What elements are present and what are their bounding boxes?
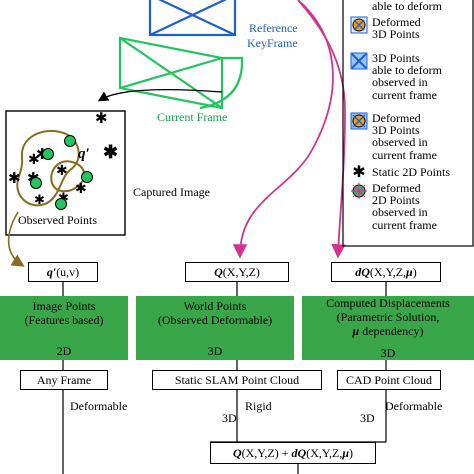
sum-expression-box: Q(X,Y,Z) + dQ(X,Y,Z,μ) xyxy=(210,442,376,464)
legend-frame xyxy=(342,0,474,247)
reference-to-displacement-arrow xyxy=(297,0,346,259)
legend-deformed-2d-icon xyxy=(350,182,368,200)
legend-text: 3D Points xyxy=(372,123,420,138)
box-line: Image Points xyxy=(32,299,96,313)
legend-text: able to deform xyxy=(372,0,442,13)
deformed-2d-point xyxy=(64,135,76,147)
legend-text: current frame xyxy=(372,147,437,162)
static-slam-box: Static SLAM Point Cloud xyxy=(152,370,322,390)
legend-text: observed in xyxy=(372,205,428,220)
dimension-label: 3D xyxy=(207,344,223,359)
sum-plus: + xyxy=(278,446,292,460)
notation-close: ) xyxy=(412,265,417,279)
legend-text: current frame xyxy=(372,217,437,232)
legend-text: observed in xyxy=(372,75,428,90)
legend-deformed-3d-observed-icon xyxy=(350,112,368,130)
reference-label-line1: Reference xyxy=(249,21,298,35)
deformed-2d-point xyxy=(81,171,93,183)
box-line: (Observed Deformable) xyxy=(157,312,273,327)
deco-star-10: ✱ xyxy=(34,192,45,207)
box-line: μ dependency) xyxy=(302,323,474,339)
deformable-left-label: Deformable xyxy=(70,399,128,413)
sum-symbol-a: Q xyxy=(232,446,242,460)
computed-displacements-box: Computed Displacements (Parametric Solut… xyxy=(302,296,474,360)
legend-static-2d-icon: ✱ xyxy=(352,164,366,181)
any-frame-box: Any Frame xyxy=(20,370,108,390)
deco-star-7: ✱ xyxy=(28,153,40,168)
legend-text: 3D Points xyxy=(372,27,420,42)
box-line: (Features based) xyxy=(24,312,104,327)
mu-symbol: μ xyxy=(352,323,360,338)
notation-symbol: q′ xyxy=(46,265,57,279)
notation-args: (u,v) xyxy=(56,265,80,279)
q-prime-label: q′ xyxy=(78,146,90,162)
notation-mu: μ xyxy=(406,265,413,279)
box-line-rest: dependency) xyxy=(359,323,424,338)
cad-point-cloud-box: CAD Point Cloud xyxy=(337,370,441,390)
notation-args: (X,Y,Z) xyxy=(222,265,260,279)
legend-text: Deformed xyxy=(372,15,421,29)
legend-item-3: Deformed 3D Points observed in current f… xyxy=(372,112,437,161)
deformed-2d-point xyxy=(42,148,54,160)
deco-star-3: ✱ xyxy=(95,111,108,127)
notation-world-q: Q(X,Y,Z) xyxy=(185,262,289,282)
sum-close: ) xyxy=(349,446,354,460)
deformed-2d-point xyxy=(30,177,42,189)
dim-3d-left-label: 3D xyxy=(222,411,237,425)
legend-item-5: Deformed 2D Points observed in current f… xyxy=(372,182,437,231)
legend-item-0: able to deform xyxy=(372,0,442,12)
deformable-right-label: Deformable xyxy=(385,399,443,413)
reference-keyframe-shape xyxy=(148,0,237,37)
legend-text: able to deform xyxy=(372,63,442,78)
rigid-label: Rigid xyxy=(245,399,272,413)
notation-symbol: dQ xyxy=(355,265,370,279)
legend: able to deform Deformed 3D Points 3D Poi… xyxy=(350,0,472,246)
current-frame-shape xyxy=(118,36,244,110)
observed-region-1 xyxy=(16,130,80,207)
deco-star-9: ✱ xyxy=(58,190,69,205)
notation-args: (X,Y,Z, xyxy=(369,265,407,279)
captured-image-label: Captured Image xyxy=(133,185,210,199)
notation-q-prime: q′(u,v) xyxy=(28,262,98,282)
legend-item-4: Static 2D Points xyxy=(372,166,450,178)
frame-to-image-curve xyxy=(97,88,223,102)
legend-text: Static 2D Points xyxy=(372,165,451,179)
deco-star-6: ✱ xyxy=(56,164,68,179)
legend-3d-deformable-icon xyxy=(350,52,368,70)
legend-text: observed in xyxy=(372,135,428,150)
deco-star-8: ✱ xyxy=(75,182,87,197)
current-frame-label: Current Frame xyxy=(157,110,228,124)
sum-args-a: (X,Y,Z) xyxy=(241,446,279,460)
legend-text: Deformed xyxy=(372,111,421,125)
sum-args-b: (X,Y,Z, xyxy=(306,446,343,460)
image-points-box: Image Points (Features based) 2D xyxy=(0,296,128,360)
legend-text: 3D Points xyxy=(372,51,420,65)
deformed-2d-point xyxy=(55,198,67,210)
captured-image-frame xyxy=(5,110,126,236)
dim-3d-right-label: 3D xyxy=(360,411,375,425)
box-line: World Points xyxy=(183,299,247,313)
legend-item-1: Deformed 3D Points xyxy=(372,15,421,42)
sum-symbol-b: dQ xyxy=(291,446,307,460)
legend-text: Deformed xyxy=(372,181,421,195)
deco-star-2: ✱ xyxy=(8,171,21,187)
legend-item-2: 3D Points able to deform observed in cur… xyxy=(372,52,442,101)
world-points-box: World Points (Observed Deformable) 3D xyxy=(136,296,294,360)
notation-symbol: Q xyxy=(214,265,223,279)
dimension-label: 3D xyxy=(380,346,396,361)
legend-text: 2D Points xyxy=(372,193,420,208)
box-line: (Parametric Solution, xyxy=(336,309,440,324)
legend-deformed-3d-icon xyxy=(350,16,368,34)
legend-text: current frame xyxy=(372,87,437,102)
image-to-q-arrow xyxy=(7,211,25,267)
box-line: Computed Displacements xyxy=(326,296,450,310)
dimension-label: 2D xyxy=(56,344,72,359)
sum-mu: μ xyxy=(342,446,350,460)
deco-star-1: ✱ xyxy=(103,142,119,162)
observed-points-label: Observed Points xyxy=(18,213,97,227)
reference-label-line2: KeyFrame xyxy=(247,36,298,50)
notation-displacement-dq: dQ(X,Y,Z,μ) xyxy=(331,262,441,282)
